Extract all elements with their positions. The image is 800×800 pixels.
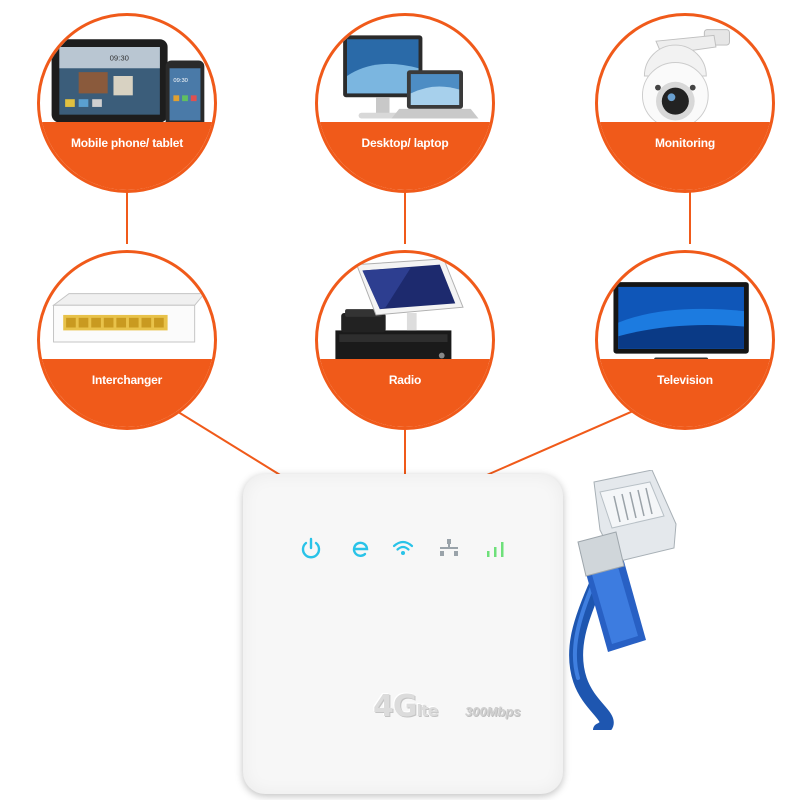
device-label-radio: Radio xyxy=(388,373,422,387)
brand-main: 4G xyxy=(373,689,417,724)
network-switch-icon xyxy=(52,293,206,343)
signal-led-icon xyxy=(487,542,504,557)
power-led-icon xyxy=(301,537,321,559)
device-circle-radio: Radio xyxy=(315,250,495,430)
label-band: Interchanger xyxy=(40,359,214,427)
desktop-laptop-icon xyxy=(343,35,479,119)
security-camera-icon xyxy=(641,29,730,129)
device-label-monitoring: Monitoring xyxy=(655,136,715,150)
device-circle-television: Television xyxy=(595,250,775,430)
device-circle-desktop: Desktop/ laptop xyxy=(315,13,495,193)
device-circle-mobile: 09:30 09:30 Mobile phone/ tablet xyxy=(37,13,217,193)
router-brand: 4Glte xyxy=(373,689,439,724)
device-circle-interchanger: Interchanger xyxy=(37,250,217,430)
lan-led-icon xyxy=(440,539,458,556)
label-band: Desktop/ laptop xyxy=(318,122,492,190)
brand-suffix: lte xyxy=(416,701,439,720)
device-label-television: Television xyxy=(657,373,713,387)
svg-text:09:30: 09:30 xyxy=(173,78,188,84)
device-label-mobile: Mobile phone/ tablet xyxy=(71,136,183,150)
wifi-led-icon xyxy=(392,540,414,555)
label-band: Monitoring xyxy=(598,122,772,190)
tablet-phone-icon: 09:30 09:30 xyxy=(51,39,205,129)
television-icon xyxy=(613,282,749,362)
router-4g-lte: 4Glte 300Mbps xyxy=(243,474,563,794)
router-speed: 300Mbps xyxy=(465,704,521,719)
device-label-desktop: Desktop/ laptop xyxy=(361,136,449,150)
pos-register-icon xyxy=(335,258,464,364)
device-label-interchanger: Interchanger xyxy=(91,373,163,387)
ethernet-cable-icon xyxy=(569,470,677,730)
internet-led-icon xyxy=(352,541,369,557)
label-band: Radio xyxy=(318,359,492,427)
svg-text:09:30: 09:30 xyxy=(110,54,129,63)
label-band: Television xyxy=(598,359,772,427)
device-circle-monitoring: Monitoring xyxy=(595,13,775,193)
label-band: Mobile phone/ tablet xyxy=(40,122,214,190)
